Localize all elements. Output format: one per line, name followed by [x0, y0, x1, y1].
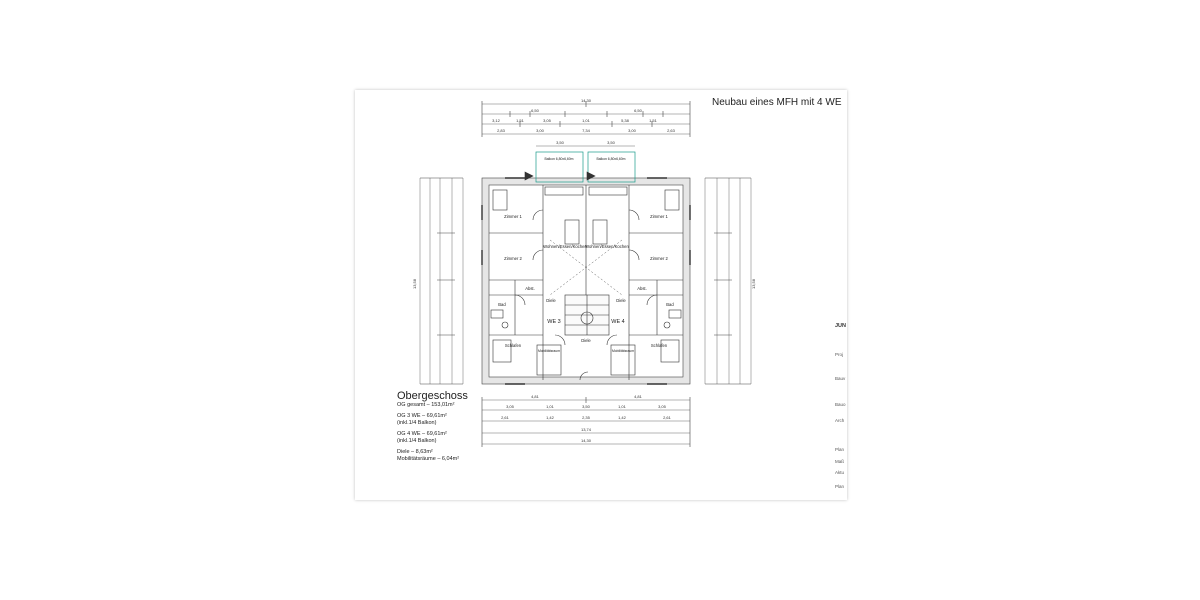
room-diele-center: Diele: [581, 338, 591, 343]
balkon-left: [535, 151, 584, 183]
room-diele-left: Diele: [546, 298, 556, 303]
title-block-label: Maß: [835, 459, 844, 464]
title-block-label: Proj: [835, 352, 844, 357]
dim-bot-r2-1: 2,61: [501, 415, 510, 420]
room-zimmer1-right: Zimmer 1: [650, 214, 668, 219]
dim-bottom-inner: 13,74: [581, 427, 592, 432]
dim-side-left: 13,58: [412, 278, 417, 289]
unit-we4-label: WE 4: [611, 319, 624, 325]
dim-half-right: 6,50: [634, 108, 643, 113]
dim-top-r2-4: 3,00: [628, 128, 637, 133]
dim-top-r1-3: 3,05: [543, 118, 552, 123]
room-bad-left: Bad: [498, 302, 506, 307]
title-block-label: Bauv: [835, 376, 846, 381]
floor-total: OG gesamt – 153,01m²: [397, 402, 455, 408]
title-block-label: Arch: [835, 418, 845, 423]
extra-diele: Diele – 8,63m²: [397, 449, 433, 455]
dim-balcony-right: 3,50: [607, 140, 616, 145]
dim-bot-r1-2: 1,01: [546, 404, 555, 409]
area-legend: Obergeschoss OG gesamt – 153,01m² OG 3 W…: [397, 390, 468, 463]
room-diele-right: Diele: [616, 298, 626, 303]
room-wohnen-right: Wohnen/Essen/Kochen: [585, 244, 629, 249]
room-mobility-left: Mobilitätsraum: [538, 349, 560, 353]
room-zimmer2-right: Zimmer 2: [650, 256, 668, 261]
balkon-right-label: Balkon 6,80x6,60m: [596, 157, 625, 161]
room-zimmer2-left: Zimmer 2: [504, 256, 522, 261]
dim-top-r2-5: 2,63: [667, 128, 676, 133]
dim-top-r1-6: 1,51: [649, 118, 658, 123]
title-block-header: JUN: [835, 323, 847, 329]
unit-we3-label: WE 3: [547, 319, 560, 325]
floor-name: Obergeschoss: [397, 390, 468, 402]
dim-half-left: 6,50: [531, 108, 540, 113]
room-wohnen-left: Wohnen/Essen/Kochen: [543, 244, 587, 249]
unit-3-area: OG 3 WE – 69,61m²: [397, 413, 447, 419]
dim-top-r1-5: 5,38: [621, 118, 630, 123]
dim-overall-top: 14,30: [581, 98, 592, 103]
room-schlafen-left: Schlafen: [505, 343, 522, 348]
title-block-label: Plan: [835, 447, 845, 452]
dim-bot-r2-4: 1,42: [618, 415, 627, 420]
dim-bot-r2-2: 1,42: [546, 415, 555, 420]
drawing-sheet: 14,30 6,50 6,50 3,12 1,51 3,05 1,01 5,38…: [355, 90, 847, 500]
title-block-label: Aktu: [835, 470, 845, 475]
room-abst-right: Abst.: [637, 286, 647, 291]
dim-bot-r1-1: 3,05: [506, 404, 515, 409]
dim-top-r1-2: 1,51: [516, 118, 525, 123]
room-zimmer1-left: Zimmer 1: [504, 214, 522, 219]
dim-bot-r2-3: 2,35: [582, 415, 591, 420]
balkon-left-label: Balkon 6,80x6,60m: [544, 157, 573, 161]
room-bad-right: Bad: [666, 302, 674, 307]
drawing-title: Neubau eines MFH mit 4 WE: [712, 97, 842, 108]
dim-top-r1-1: 3,12: [492, 118, 501, 123]
dim-bot-r1-3: 3,50: [582, 404, 591, 409]
dim-top-r2-1: 2,83: [497, 128, 506, 133]
dim-overall-bottom: 14,30: [581, 438, 592, 443]
unit-4-note: (inkl.1/4 Balkon): [397, 438, 437, 444]
dim-bot-r2-5: 2,61: [663, 415, 672, 420]
unit-4-area: OG 4 WE – 69,61m²: [397, 431, 447, 437]
dim-bottom-half-right: 4,81: [634, 394, 643, 399]
title-block-label: Bauo: [835, 402, 846, 407]
room-schlafen-right: Schlafen: [651, 343, 668, 348]
dim-bottom-half-left: 4,81: [531, 394, 540, 399]
extra-mobility: Mobilitätsräume – 6,04m²: [397, 456, 460, 462]
dim-bot-r1-4: 1,01: [618, 404, 627, 409]
floor-plan: 14,30 6,50 6,50 3,12 1,51 3,05 1,01 5,38…: [412, 98, 756, 447]
dim-top-r2-3: 7,34: [582, 128, 591, 133]
dim-top-r1-4: 1,01: [582, 118, 591, 123]
room-mobility-right: Mobilitätsraum: [612, 349, 634, 353]
dim-side-right: 13,58: [751, 278, 756, 289]
dim-bot-r1-5: 3,05: [658, 404, 667, 409]
unit-3-note: (inkl.1/4 Balkon): [397, 420, 437, 426]
title-block-label: Plan: [835, 484, 845, 489]
room-abst-left: Abst.: [525, 286, 535, 291]
balkon-right: [587, 151, 636, 183]
dim-top-r2-2: 3,00: [536, 128, 545, 133]
dim-balcony-left: 3,50: [556, 140, 565, 145]
